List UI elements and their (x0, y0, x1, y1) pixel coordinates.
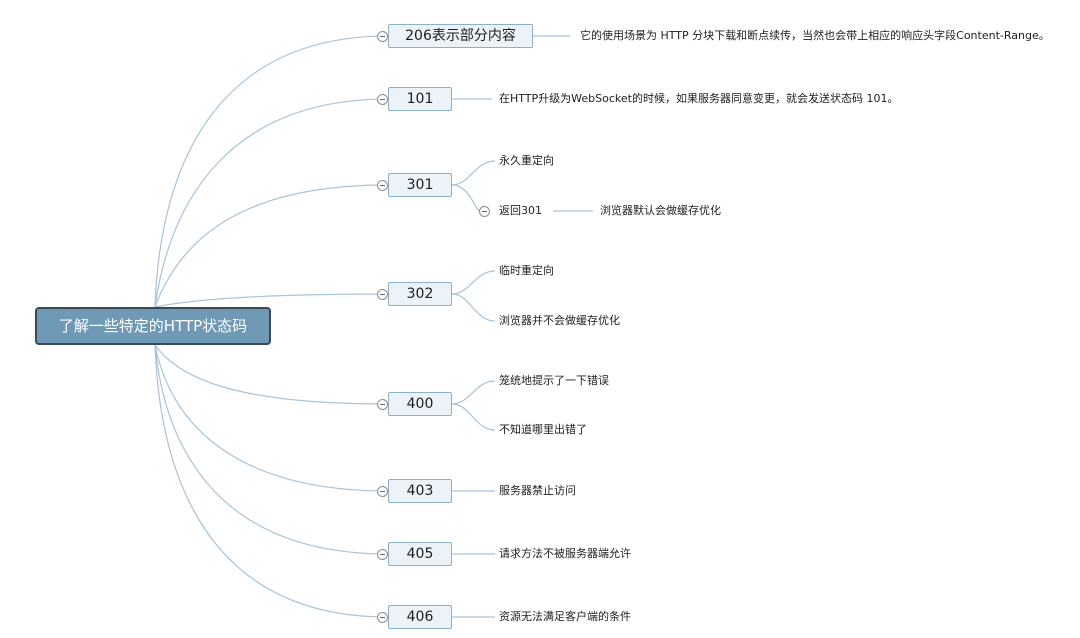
edge-400-detail-1 (451, 380, 496, 405)
topic-301[interactable]: 301 (388, 173, 452, 197)
topic-206[interactable]: 206表示部分内容 (388, 24, 533, 48)
root-topic[interactable]: 了解一些特定的HTTP状态码 (35, 307, 271, 345)
detail-206-usage[interactable]: 它的使用场景为 HTTP 分块下载和断点续传，当然也会带上相应的响应头字段Con… (580, 29, 1050, 42)
detail-101-websocket[interactable]: 在HTTP升级为WebSocket的时候，如果服务器同意变更，就会发送状态码 1… (499, 92, 899, 105)
topic-400[interactable]: 400 (388, 392, 452, 416)
detail-302-temporary[interactable]: 临时重定向 (499, 264, 554, 277)
collapse-toggle-301[interactable] (377, 180, 388, 191)
edge-301-detail-2 (451, 184, 481, 212)
edge-root-405 (154, 344, 389, 555)
edge-root-302 (154, 293, 389, 308)
detail-400-unknown[interactable]: 不知道哪里出错了 (499, 423, 587, 436)
collapse-toggle-302[interactable] (377, 289, 388, 300)
edge-400-detail-2 (451, 403, 496, 431)
collapse-toggle-405[interactable] (377, 549, 388, 560)
collapse-toggle-206[interactable] (377, 31, 388, 42)
detail-302-no-cache[interactable]: 浏览器并不会做缓存优化 (499, 314, 620, 327)
topic-302[interactable]: 302 (388, 282, 452, 306)
collapse-toggle-301-return[interactable] (479, 206, 490, 217)
detail-301-return[interactable]: 返回301 (499, 204, 542, 217)
topic-403[interactable]: 403 (388, 479, 452, 503)
edge-root-301 (154, 184, 389, 308)
detail-406-not-acceptable[interactable]: 资源无法满足客户端的条件 (499, 610, 631, 623)
collapse-toggle-101[interactable] (377, 94, 388, 105)
topic-101[interactable]: 101 (388, 87, 452, 111)
edge-301-detail-1 (451, 160, 496, 186)
collapse-toggle-400[interactable] (377, 399, 388, 410)
edge-root-101 (154, 98, 389, 308)
edge-root-206 (154, 35, 389, 308)
detail-400-generic[interactable]: 笼统地提示了一下错误 (499, 374, 609, 387)
edge-302-detail-1 (451, 270, 496, 295)
collapse-toggle-403[interactable] (377, 486, 388, 497)
topic-405[interactable]: 405 (388, 542, 452, 566)
detail-301-permanent[interactable]: 永久重定向 (499, 154, 554, 167)
topic-406[interactable]: 406 (388, 605, 452, 629)
detail-301-cache[interactable]: 浏览器默认会做缓存优化 (600, 204, 721, 217)
detail-403-forbidden[interactable]: 服务器禁止访问 (499, 484, 576, 497)
edge-root-403 (154, 344, 389, 492)
edge-root-400 (154, 344, 389, 405)
collapse-toggle-406[interactable] (377, 612, 388, 623)
edge-root-406 (154, 344, 389, 618)
edge-302-detail-2 (451, 293, 496, 322)
detail-405-method[interactable]: 请求方法不被服务器端允许 (499, 547, 631, 560)
